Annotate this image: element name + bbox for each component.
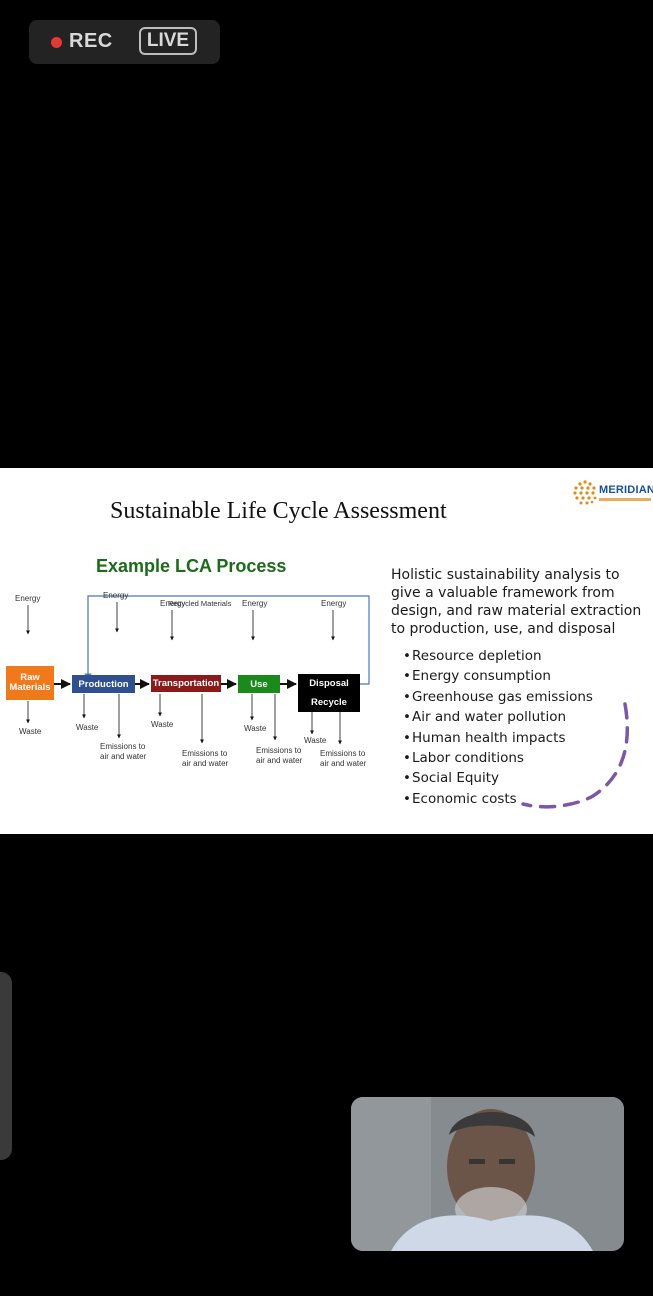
lca-heading: Example LCA Process — [96, 556, 287, 576]
emissions-line1: Emissions to — [182, 749, 228, 758]
emissions-label: Emissions to air and water — [320, 749, 366, 769]
energy-label: Energy — [321, 599, 347, 608]
emissions-line1: Emissions to — [256, 746, 302, 755]
emissions-line1: Emissions to — [320, 749, 366, 758]
stage-raw-materials: Raw Materials — [6, 666, 54, 700]
waste-label: Waste — [244, 724, 267, 733]
bullet-icon: • — [403, 749, 411, 766]
bullet-icon: • — [403, 770, 411, 787]
list-item-text: Human health impacts — [412, 729, 566, 746]
stage-use: Use — [238, 675, 280, 693]
logo-text: MERIDIAN — [599, 484, 653, 496]
emissions-line2: air and water — [100, 752, 147, 761]
side-panel-handle[interactable] — [0, 972, 12, 1160]
energy-label: Energy — [15, 594, 41, 603]
stage-transportation: Transportation — [151, 675, 221, 692]
stage-recycle-label: Recycle — [311, 697, 347, 708]
presenter-video-tile[interactable] — [351, 1097, 624, 1251]
shared-slide: Sustainable Life Cycle Assessment MERIDI… — [0, 468, 653, 834]
globe-logo-icon — [573, 480, 597, 505]
stage-raw-label-line1: Raw — [20, 672, 40, 683]
list-item: •Energy consumption — [403, 668, 593, 688]
rec-label: REC — [69, 30, 113, 52]
emissions-label: Emissions to air and water — [182, 749, 228, 769]
list-item: •Human health impacts — [403, 730, 593, 750]
list-item-text: Labor conditions — [412, 749, 524, 766]
list-item-text: Air and water pollution — [412, 709, 567, 726]
emissions-line1: Emissions to — [100, 742, 146, 751]
bullet-icon: • — [403, 668, 411, 685]
impact-list: •Resource depletion •Energy consumption … — [403, 648, 593, 811]
emissions-label: Emissions to air and water — [256, 746, 302, 766]
pen-annotation-stroke — [521, 702, 630, 809]
stage-disposal-label: Disposal — [309, 678, 349, 689]
emissions-line2: air and water — [320, 759, 367, 768]
list-item: •Social Equity — [403, 770, 593, 790]
bullet-icon: • — [403, 709, 411, 726]
waste-label: Waste — [76, 723, 99, 732]
energy-label: Energy — [160, 599, 186, 608]
energy-label: Energy — [242, 599, 268, 608]
bullet-icon: • — [403, 729, 411, 746]
live-badge[interactable]: LIVE — [139, 27, 197, 55]
list-item: •Economic costs — [403, 791, 593, 811]
meridian-logo: MERIDIAN — [571, 474, 653, 508]
list-item-text: Economic costs — [412, 790, 517, 807]
emissions-line2: air and water — [256, 756, 303, 765]
list-item: •Resource depletion — [403, 648, 593, 668]
list-item: •Greenhouse gas emissions — [403, 689, 593, 709]
waste-label: Waste — [304, 736, 327, 745]
waste-label: Waste — [151, 720, 174, 729]
list-item-text: Greenhouse gas emissions — [412, 688, 593, 705]
slide-title: Sustainable Life Cycle Assessment — [110, 498, 447, 524]
list-item: •Labor conditions — [403, 750, 593, 770]
list-item-text: Social Equity — [412, 770, 500, 787]
bullet-icon: • — [403, 790, 411, 807]
list-item-text: Resource depletion — [412, 648, 542, 664]
logo-tagline-bar — [599, 498, 651, 501]
list-item: •Air and water pollution — [403, 709, 593, 729]
record-dot-icon — [51, 37, 62, 48]
stage-raw-label-line2: Materials — [9, 682, 51, 693]
lca-process-diagram: Recycled Materials Energy Energy Energy … — [0, 588, 385, 788]
stage-production: Production — [72, 675, 135, 693]
bullet-icon: • — [403, 648, 411, 664]
presenter-video-feed — [351, 1097, 624, 1251]
slide-description: Holistic sustainability analysis to give… — [391, 567, 642, 637]
recycled-materials-label: Recycled Materials — [168, 599, 232, 608]
list-item-text: Energy consumption — [412, 668, 551, 685]
waste-label: Waste — [19, 727, 42, 736]
stage-disposal-recycle: Disposal Recycle — [298, 674, 360, 712]
emissions-label: Emissions to air and water — [100, 742, 146, 762]
bullet-icon: • — [403, 688, 411, 705]
energy-label: Energy — [103, 591, 129, 600]
emissions-line2: air and water — [182, 759, 229, 768]
